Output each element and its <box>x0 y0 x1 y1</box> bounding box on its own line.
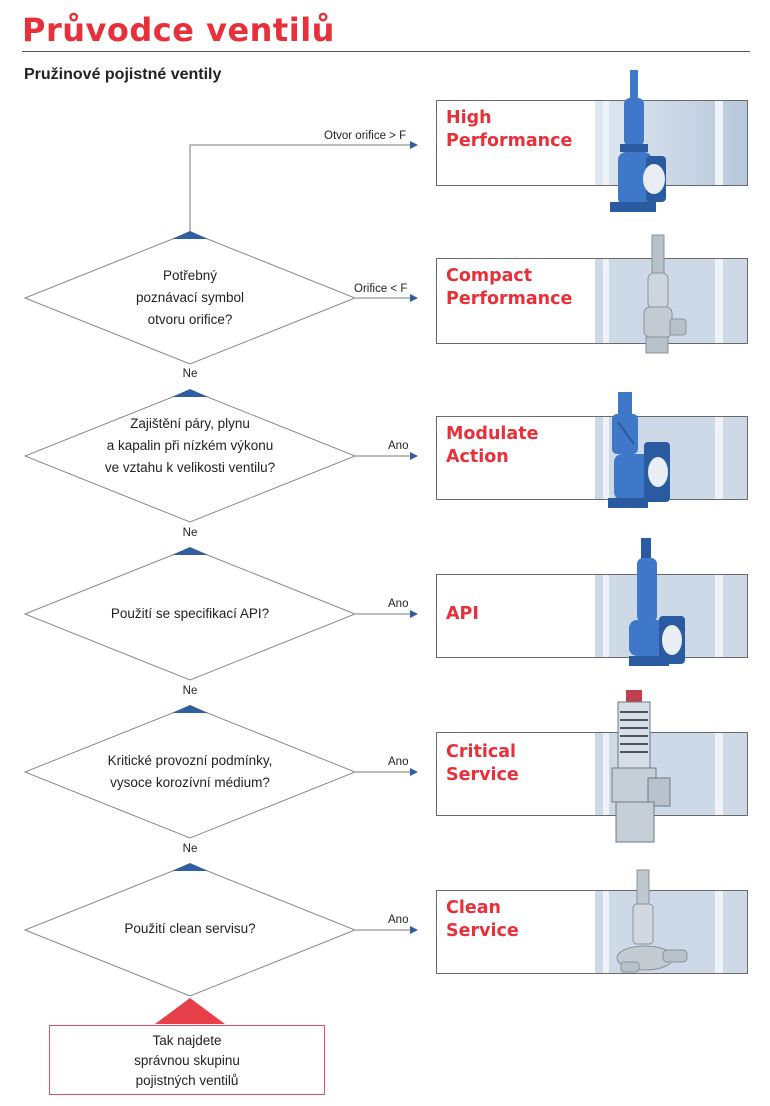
label-no-4: Ne <box>182 843 198 855</box>
decision-4-line-1: Kritické provozní podmínky, <box>107 753 273 768</box>
label-yes-5: Ano <box>388 914 409 926</box>
label-no-2: Ne <box>182 527 198 539</box>
result-line-2: správnou skupinu <box>134 1053 240 1068</box>
product-5-line-1: Critical <box>446 742 517 762</box>
arrow-card-5 <box>410 768 418 776</box>
valve-api <box>629 538 685 666</box>
product-3-line-2: Action <box>446 447 509 467</box>
arrow-card-1 <box>410 141 418 149</box>
decision-diamond-1 <box>23 231 357 365</box>
label-orifice-over: Otvor orifice > F <box>324 130 407 142</box>
valve-clean-service <box>616 869 688 973</box>
decision-diamond-5 <box>23 863 357 997</box>
arrow-card-6 <box>410 926 418 934</box>
connector-orifice-over <box>189 144 410 232</box>
product-1-line-1: High <box>446 108 492 128</box>
product-6-line-1: Clean <box>446 898 501 918</box>
decision-text-5: Použití clean servisu? <box>60 918 320 940</box>
page-title: Průvodce ventilů <box>22 11 335 49</box>
diamond-cap-1 <box>172 231 208 239</box>
diamond-cap-4 <box>172 705 208 713</box>
result-line-1: Tak najdete <box>152 1033 222 1048</box>
product-2-line-1: Compact <box>446 266 533 286</box>
decision-2-line-1: Zajištění páry, plynu <box>130 416 250 431</box>
result-arrow <box>155 998 225 1024</box>
product-title-clean-service: Clean Service <box>446 897 606 943</box>
label-no-3: Ne <box>182 685 198 697</box>
product-4-line-1: API <box>446 604 479 624</box>
decision-text-1: Potřebný poznávací symbol otvoru orifice… <box>60 265 320 331</box>
product-card-compact-performance: Compact Performance <box>436 258 748 344</box>
result-box: Tak najdete správnou skupinu pojistných … <box>49 1025 325 1095</box>
product-6-line-2: Service <box>446 921 519 941</box>
decision-diamond-4 <box>23 705 357 839</box>
decision-3-line-1: Použití se specifikací API? <box>110 606 270 621</box>
diamond-cap-3 <box>172 547 208 555</box>
label-yes-2: Ano <box>388 440 409 452</box>
decision-2-line-2: a kapalin při nízkém výkonu <box>106 438 274 453</box>
product-title-high-performance: High Performance <box>446 107 606 153</box>
product-1-line-2: Performance <box>446 131 573 151</box>
decision-text-3: Použití se specifikací API? <box>60 603 320 625</box>
label-yes-4: Ano <box>388 756 409 768</box>
valve-compact-performance <box>643 234 687 354</box>
decision-2-line-3: ve vztahu k velikosti ventilu? <box>104 460 276 475</box>
product-card-api: API <box>436 574 748 658</box>
diamond-cap-5 <box>172 863 208 871</box>
label-no-1: Ne <box>182 368 198 380</box>
arrow-card-4 <box>410 610 418 618</box>
arrow-card-3 <box>410 452 418 460</box>
decision-1-line-2: poznávací symbol <box>135 290 245 305</box>
valve-critical-service <box>611 690 671 843</box>
product-title-api: API <box>446 603 606 626</box>
product-card-critical-service: Critical Service <box>436 732 748 816</box>
valve-high-performance <box>610 70 666 212</box>
page-subtitle: Pružinové pojistné ventily <box>24 66 222 83</box>
decision-diamond-3 <box>23 547 357 681</box>
result-line-3: pojistných ventilů <box>135 1073 239 1088</box>
product-title-compact-performance: Compact Performance <box>446 265 606 311</box>
diamond-cap-2 <box>172 389 208 397</box>
product-3-line-1: Modulate <box>446 424 539 444</box>
product-5-line-2: Service <box>446 765 519 785</box>
decision-5-line-1: Použití clean servisu? <box>124 921 256 936</box>
decision-text-2: Zajištění páry, plynu a kapalin při nízk… <box>60 413 320 479</box>
decision-text-4: Kritické provozní podmínky, vysoce koroz… <box>60 750 320 794</box>
decision-diamond-2 <box>23 389 357 523</box>
label-orifice-under: Orifice < F <box>354 283 408 295</box>
arrow-card-2 <box>410 294 418 302</box>
product-card-high-performance: High Performance <box>436 100 748 186</box>
decision-1-line-1: Potřebný <box>162 268 218 283</box>
product-2-line-2: Performance <box>446 289 573 309</box>
product-title-modulate-action: Modulate Action <box>446 423 606 469</box>
valve-modulate-action <box>608 392 670 508</box>
decision-1-line-3: otvoru orifice? <box>147 312 233 327</box>
decision-4-line-2: vysoce korozívní médium? <box>110 775 270 790</box>
product-title-critical-service: Critical Service <box>446 741 606 787</box>
title-divider <box>22 51 750 52</box>
label-yes-3: Ano <box>388 598 409 610</box>
product-card-clean-service: Clean Service <box>436 890 748 974</box>
